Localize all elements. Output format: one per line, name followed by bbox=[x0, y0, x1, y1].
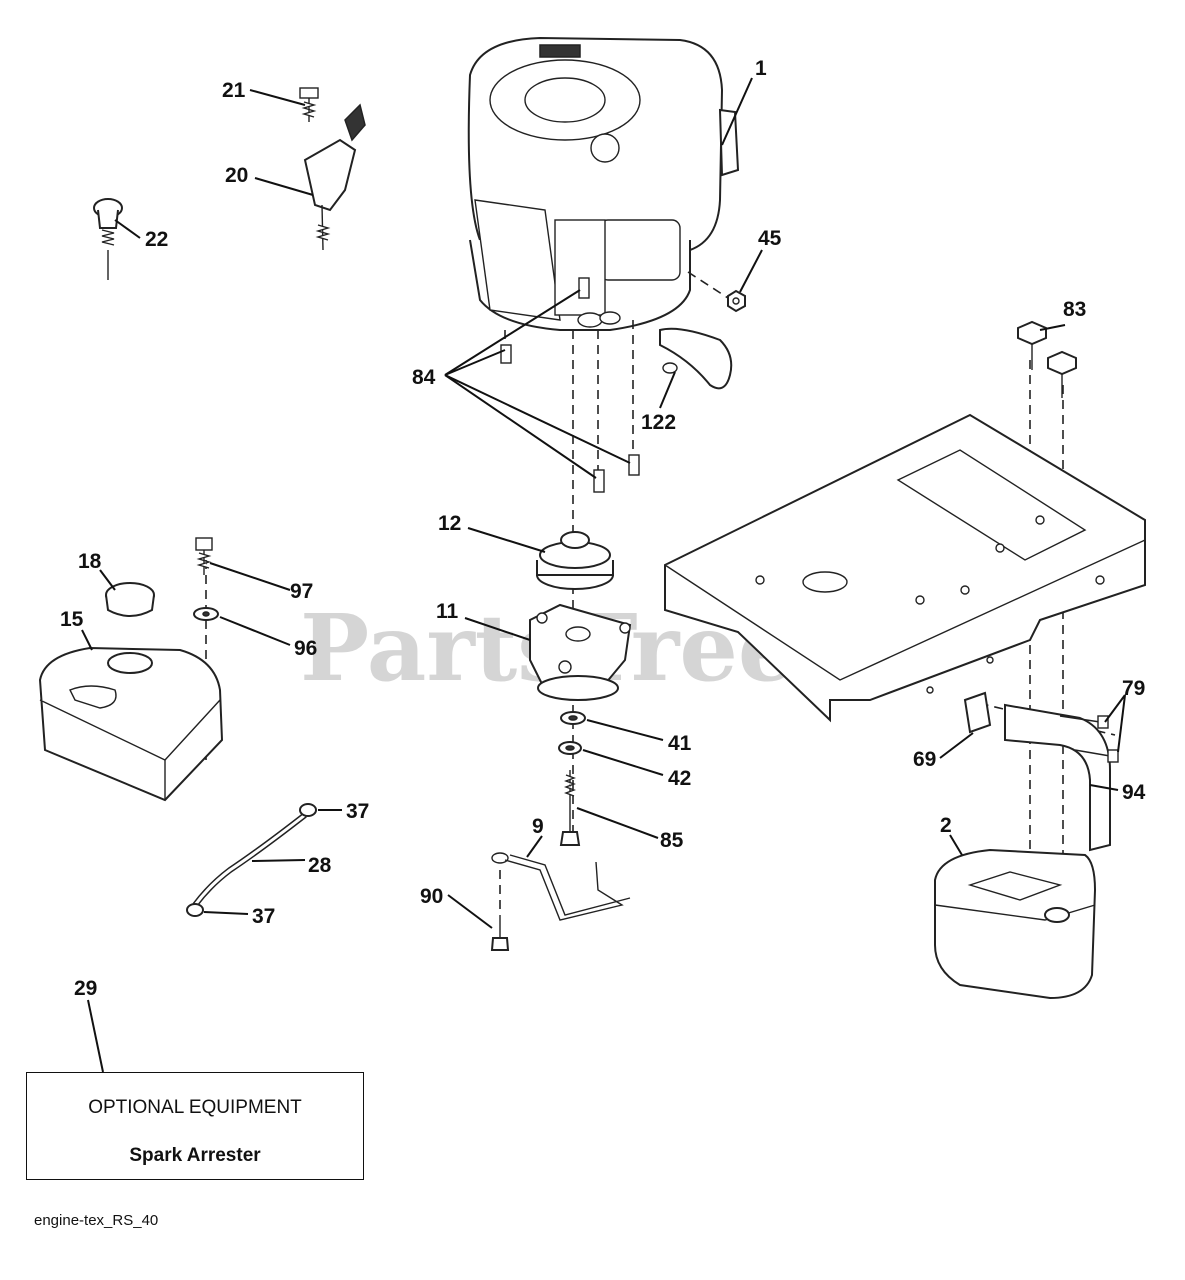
engine-part[interactable] bbox=[467, 36, 740, 331]
callout-28[interactable]: 28 bbox=[308, 854, 332, 877]
callout-84[interactable]: 84 bbox=[412, 366, 436, 389]
callout-97[interactable]: 97 bbox=[290, 580, 313, 603]
pulley-12-part[interactable] bbox=[536, 531, 614, 590]
callout-18[interactable]: 18 bbox=[78, 550, 102, 573]
bracket-122-part[interactable] bbox=[659, 327, 733, 390]
gasket-69-part[interactable] bbox=[963, 691, 992, 734]
callout-22[interactable]: 22 bbox=[145, 228, 168, 251]
callout-90[interactable]: 90 bbox=[420, 885, 443, 908]
callout-11[interactable]: 11 bbox=[436, 600, 459, 623]
callout-41[interactable]: 41 bbox=[668, 732, 692, 755]
throttle-control-part[interactable] bbox=[303, 103, 366, 251]
callout-83[interactable]: 83 bbox=[1063, 298, 1086, 321]
callout-29[interactable]: 29 bbox=[74, 977, 97, 1000]
fuel-tank-part[interactable] bbox=[38, 646, 224, 802]
screw-21-part[interactable] bbox=[299, 87, 319, 122]
bolts-84-part[interactable] bbox=[500, 277, 640, 493]
callout-2[interactable]: 2 bbox=[940, 814, 952, 837]
leader-lines bbox=[81, 77, 1126, 1073]
callout-122[interactable]: 122 bbox=[641, 411, 676, 434]
fuel-cap-part[interactable] bbox=[105, 582, 155, 617]
callout-9[interactable]: 9 bbox=[532, 815, 544, 838]
fuel-line-part[interactable] bbox=[192, 812, 307, 907]
frame-plate-part[interactable] bbox=[664, 413, 1146, 723]
washer-41-part[interactable] bbox=[560, 711, 586, 725]
clutch-11-part[interactable] bbox=[529, 603, 632, 701]
screws-83-part[interactable] bbox=[1017, 320, 1077, 398]
bolt-90-part[interactable] bbox=[490, 915, 510, 951]
optional-equipment-box: OPTIONAL EQUIPMENT Spark Arrester bbox=[26, 1072, 364, 1180]
callout-94[interactable]: 94 bbox=[1122, 781, 1146, 804]
choke-knob-part[interactable] bbox=[93, 198, 123, 280]
callout-85[interactable]: 85 bbox=[660, 829, 684, 852]
hose-clamp-37-upper-part[interactable] bbox=[299, 803, 317, 817]
optional-equipment-title: OPTIONAL EQUIPMENT bbox=[88, 1097, 302, 1118]
callout-45[interactable]: 45 bbox=[758, 227, 782, 250]
muffler-part[interactable] bbox=[934, 848, 1097, 1000]
callout-79[interactable]: 79 bbox=[1122, 677, 1145, 700]
callout-42[interactable]: 42 bbox=[668, 767, 691, 790]
callout-12[interactable]: 12 bbox=[438, 512, 461, 535]
callout-69[interactable]: 69 bbox=[913, 748, 936, 771]
callout-37-lower[interactable]: 37 bbox=[252, 905, 275, 928]
callout-15[interactable]: 15 bbox=[60, 608, 84, 631]
exhaust-pipe-part[interactable] bbox=[1004, 703, 1111, 852]
callout-labels: 1 2 9 11 12 15 18 20 21 22 28 29 37 37 4… bbox=[60, 57, 1146, 1000]
nut-45-part[interactable] bbox=[727, 289, 746, 313]
washer-96-part[interactable] bbox=[193, 607, 219, 621]
bolts-79-part[interactable] bbox=[1059, 715, 1119, 763]
callout-1[interactable]: 1 bbox=[755, 57, 767, 80]
callout-37-upper[interactable]: 37 bbox=[346, 800, 369, 823]
bolt-85-part[interactable] bbox=[559, 770, 581, 846]
callout-20[interactable]: 20 bbox=[225, 164, 248, 187]
callout-96[interactable]: 96 bbox=[294, 637, 317, 660]
drawing-id-label: engine-tex_RS_40 bbox=[34, 1212, 159, 1229]
hose-clamp-37-lower-part[interactable] bbox=[186, 903, 204, 917]
rod-9-part[interactable] bbox=[491, 852, 631, 921]
callout-21[interactable]: 21 bbox=[222, 79, 246, 102]
washer-42-part[interactable] bbox=[558, 741, 582, 755]
screw-97-part[interactable] bbox=[195, 537, 213, 575]
spark-arrester-label[interactable]: Spark Arrester bbox=[129, 1145, 261, 1166]
